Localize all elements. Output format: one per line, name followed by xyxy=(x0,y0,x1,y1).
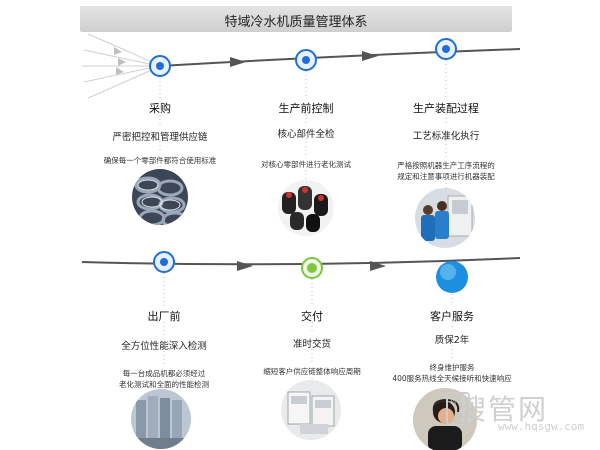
bottom-arrow-1 xyxy=(237,261,253,271)
top-flow-line xyxy=(159,48,521,67)
photo-customer-service xyxy=(413,388,477,450)
converging-arrows xyxy=(114,47,126,75)
stage-pre-production-note: 对核心零部件进行老化测试 xyxy=(261,160,351,169)
stage-pre-shipment-note-line-2: 老化测试和全面的性能检测 xyxy=(119,380,209,389)
converging-lines xyxy=(82,33,161,99)
stage-pre-shipment-label: 出厂前 xyxy=(147,310,181,323)
photo-delivery xyxy=(281,380,341,440)
node-customer-service xyxy=(436,261,468,293)
title-bar: 特域冷水机质量管理体系 xyxy=(80,6,512,32)
stage-assembly-label: 生产装配过程 xyxy=(413,102,479,115)
stage-pre-production-sub: 核心部件全检 xyxy=(277,129,335,140)
bottom-arrow-2 xyxy=(370,261,386,271)
photo-pre-production xyxy=(278,180,334,236)
node-pre-shipment xyxy=(153,251,175,273)
stage-delivery-sub: 准时交货 xyxy=(292,339,331,350)
stage-customer-service-sub: 质保2年 xyxy=(434,335,470,346)
stage-delivery-label: 交付 xyxy=(301,310,323,323)
photo-pre-shipment xyxy=(131,389,191,449)
photo-assembly xyxy=(415,188,475,248)
node-delivery xyxy=(301,257,323,279)
stage-assembly-note-line-1: 严格按照机器生产工序流程的 xyxy=(397,161,495,170)
node-assembly xyxy=(435,38,457,60)
bottom-flow-line xyxy=(81,257,521,266)
photo-procurement xyxy=(132,169,188,225)
stage-procurement-note: 确保每一个零部件都符合使用标准 xyxy=(103,156,217,165)
stage-delivery-note: 缩短客户供应链整体响应周期 xyxy=(263,367,361,376)
stage-procurement-sub: 严密把控和管理供应链 xyxy=(112,132,208,143)
watermark-url: www.hqsgw.com xyxy=(498,420,585,433)
stage-pre-shipment-note-line-1: 每一台成品机都必须经过 xyxy=(122,369,206,378)
stage-pre-production-label: 生产前控制 xyxy=(278,102,334,115)
stage-procurement-label: 采购 xyxy=(149,102,171,115)
watermark-logo-icon: 环球 xyxy=(446,392,470,426)
stage-assembly-sub: 工艺标准化执行 xyxy=(412,131,480,142)
diagram-title: 特域冷水机质量管理体系 xyxy=(224,15,368,30)
stage-assembly-note-line-2: 规定和注意事项进行机器装配 xyxy=(397,172,495,181)
top-arrow-1 xyxy=(230,57,246,67)
top-arrow-2 xyxy=(362,51,378,61)
watermark-text: 搜管网 xyxy=(458,393,549,426)
stage-customer-service-label: 客户服务 xyxy=(430,310,474,323)
node-pre-production xyxy=(295,49,317,71)
stage-customer-service-note-line-2: 400服务热线全天候接听和快速响应 xyxy=(392,374,512,383)
stage-customer-service-note-line-1: 终身维护服务 xyxy=(429,363,475,372)
node-procurement xyxy=(149,55,171,77)
stage-pre-shipment-sub: 全方位性能深入检测 xyxy=(121,341,207,352)
